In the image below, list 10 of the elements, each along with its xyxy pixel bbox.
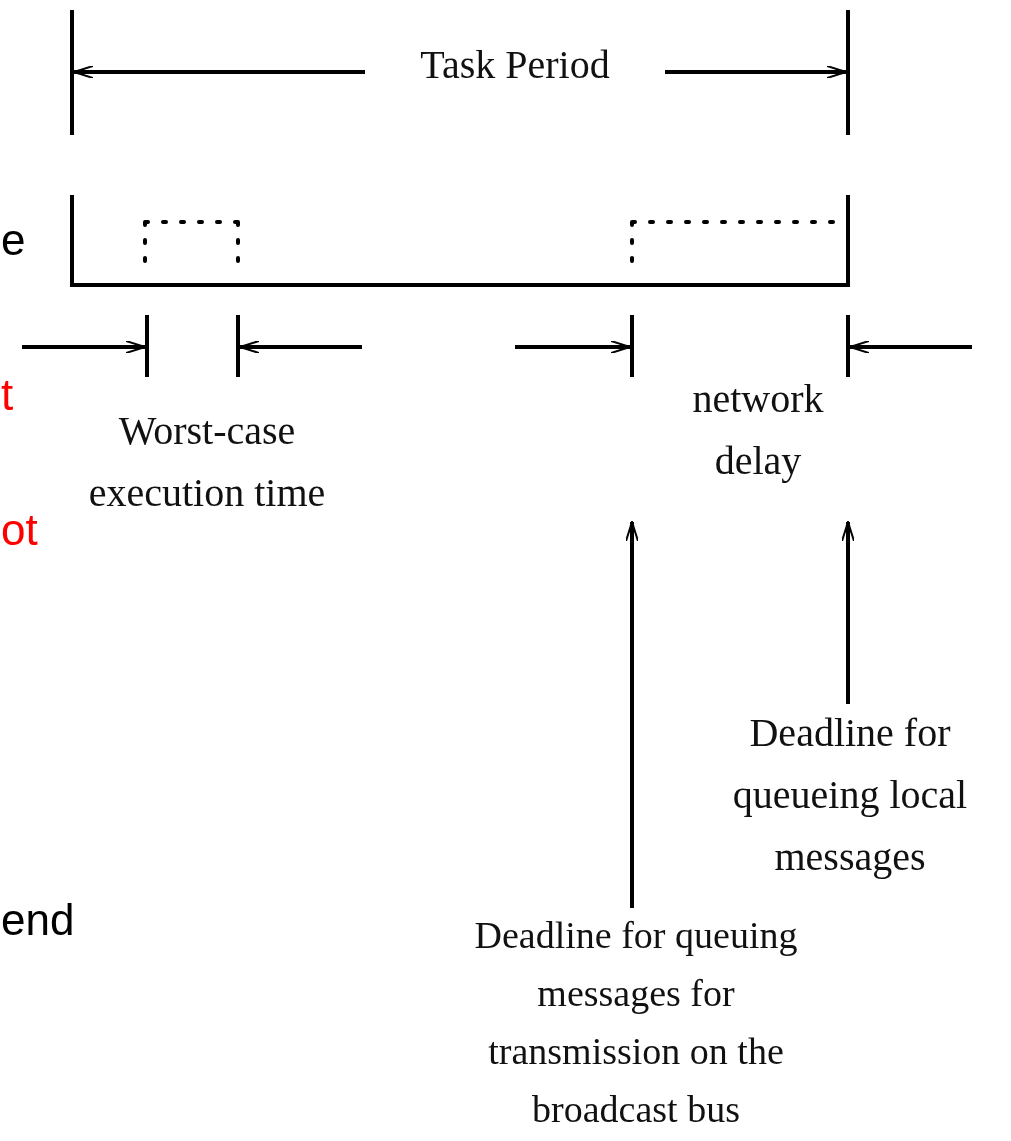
leader-arrow	[625, 521, 639, 908]
text-fragment: end	[1, 895, 75, 945]
dimension-label: Worst-case execution time	[87, 407, 327, 517]
dimension-label: network delay	[691, 375, 825, 485]
text-fragment: t	[1, 370, 14, 420]
deadline-label: Deadline for queueing local messages	[690, 702, 1010, 888]
text-fragment: ot	[1, 505, 38, 555]
deadline-label: Deadline for queuing messages for transmission on the broadcast bus	[470, 906, 802, 1138]
leader-arrow	[841, 521, 855, 704]
text-fragment: e	[1, 215, 26, 265]
